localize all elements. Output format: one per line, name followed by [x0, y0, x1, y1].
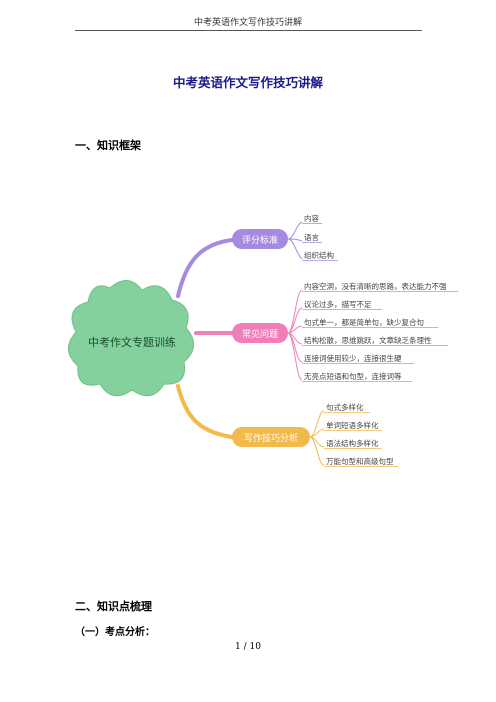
leaf-skills-2: 语法结构多样化 — [326, 438, 379, 448]
mindmap-connector-scoring — [176, 238, 234, 298]
leaf-skills-1: 单词短语多样化 — [326, 420, 379, 430]
leaf-scoring-0: 内容 — [304, 213, 319, 223]
mindmap-branch-skills — [232, 427, 310, 447]
leaf-scoring-1: 语言 — [304, 232, 319, 242]
leaf-problems-0: 内容空洞，没有清晰的思路，表达能力不强 — [304, 281, 447, 291]
leaf-problems-3: 结构松散，思维跳跃，文章缺乏条理性 — [304, 335, 432, 345]
mindmap-connector-skills — [176, 384, 234, 439]
mindmap-leaf-connectors-scoring — [287, 221, 303, 260]
leaf-problems-5: 无亮点短语和句型，连接词等 — [304, 371, 402, 381]
leaf-problems-1: 议论过多，描写不足 — [304, 299, 372, 309]
section-heading-framework: 一、知识框架 — [75, 139, 141, 152]
mindmap-branch-scoring-label: 评分标准 — [242, 234, 278, 246]
page-number: 1 / 10 — [235, 642, 261, 652]
mindmap-branch-scoring — [232, 229, 288, 249]
subsection-heading-exam-analysis: （一）考点分析： — [75, 627, 155, 638]
leaf-skills-0: 句式多样化 — [326, 402, 364, 412]
section-heading-knowledge-points: 二、知识点梳理 — [75, 600, 152, 613]
leaf-scoring-2: 组织结构 — [304, 250, 334, 260]
running-header: 中考英语作文写作技巧讲解 — [193, 18, 302, 28]
mindmap-branch-problems-label: 常见问题 — [242, 328, 278, 340]
leaf-problems-4: 连接词使用较少，连接很生硬 — [304, 353, 402, 363]
mindmap-center-cloud — [68, 280, 194, 397]
mindmap-center-label: 中考作文专题训练 — [88, 335, 176, 349]
mindmap-leaf-connectors-skills — [309, 410, 325, 466]
document-title: 中考英语作文写作技巧讲解 — [172, 75, 323, 90]
mindmap-leaf-connectors-problems — [287, 289, 303, 381]
header-divider — [75, 30, 422, 31]
leaf-skills-3: 万能句型和高级句型 — [326, 456, 394, 466]
leaf-problems-2: 句式单一，都是简单句，缺少复合句 — [304, 317, 424, 327]
mindmap-branch-skills-label: 写作技巧分析 — [244, 432, 298, 444]
mindmap-branch-problems — [232, 323, 288, 343]
